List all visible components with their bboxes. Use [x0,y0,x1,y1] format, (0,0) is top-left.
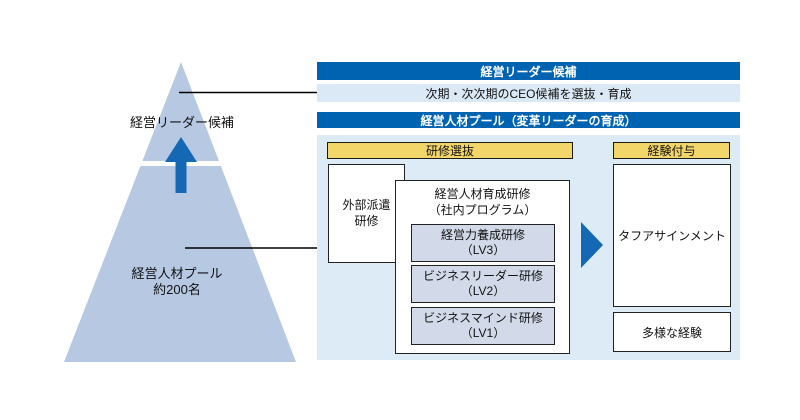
internal-program-box: 経営人材育成研修 （社内プログラム） 経営力養成研修 （LV3） ビジネスリーダ… [395,180,570,354]
lv3-name: 経営力養成研修 [440,228,525,242]
experience-header: 経験付与 [613,142,730,159]
lv1-name: ビジネスマインド研修 [423,311,543,325]
right-arrow-icon [581,222,603,268]
external-dispatch-training-box: 外部派遣 研修 [328,164,405,263]
external-dispatch-line1: 外部派遣 [342,197,391,212]
talent-pool-panel: 研修選抜 経験付与 外部派遣 研修 経営人材育成研修 （社内プログラム） 経営力… [317,135,740,360]
internal-program-title-line2: （社内プログラム） [428,202,537,217]
training-selection-header: 研修選抜 [327,142,573,159]
lv2-name: ビジネスリーダー研修 [422,269,543,283]
internal-program-title-line1: 経営人材育成研修 [434,187,531,201]
pyramid-pool-label: 経営人材プール [131,266,223,281]
external-dispatch-line2: 研修 [354,213,379,228]
training-level-box-lv1: ビジネスマインド研修 （LV1） [411,307,555,345]
up-arrow-icon [165,137,197,193]
internal-program-title: 経営人材育成研修 （社内プログラム） [396,187,569,218]
lv2-level: （LV2） [460,284,506,298]
pyramid-shape [64,62,296,362]
training-level-box-lv2: ビジネスリーダー研修 （LV2） [411,265,555,303]
training-level-box-lv3: 経営力養成研修 （LV3） [411,224,555,262]
talent-pool-title-bar: 経営人材プール（変革リーダーの育成） [317,112,740,128]
pyramid-top-label: 経営リーダー候補 [129,115,234,130]
lv3-level: （LV3） [460,243,506,257]
leader-candidate-title-bar: 経営リーダー候補 [317,62,740,80]
pyramid-bottom-label: 経営人材プール 約200名 [107,266,247,299]
pyramid-pool-count: 約200名 [153,282,201,298]
ceo-candidate-description: 次期・次次期のCEO候補を選抜・育成 [317,84,740,102]
lv1-level: （LV1） [460,326,506,340]
tough-assignment-box: タフアサインメント [613,164,731,307]
diverse-experience-box: 多様な経験 [613,312,731,352]
